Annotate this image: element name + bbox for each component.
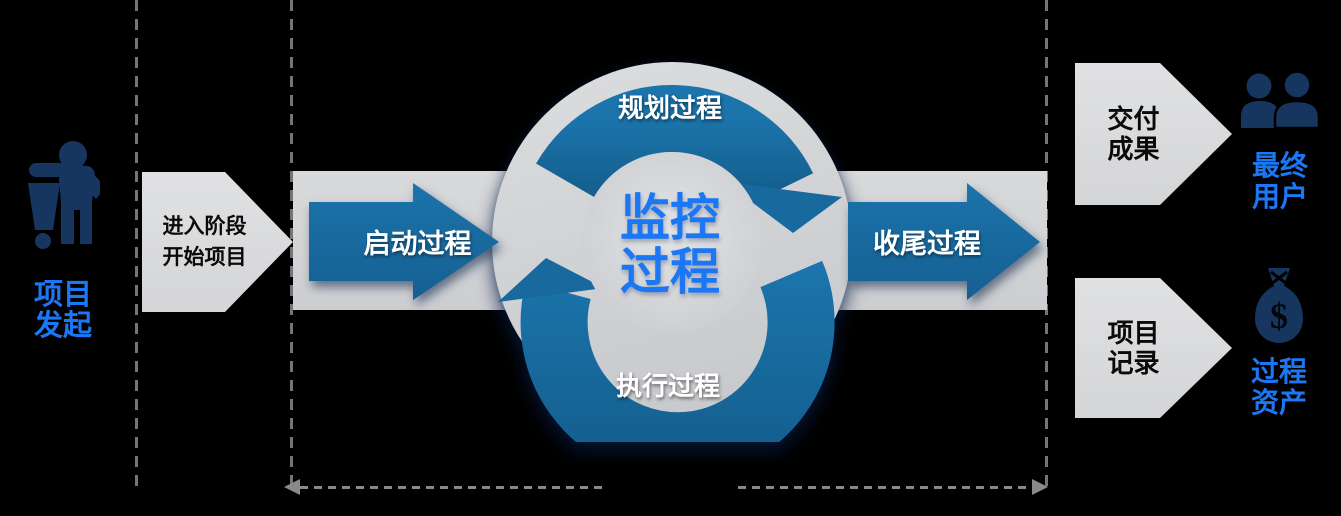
start-process-arrow: 启动过程 xyxy=(309,183,499,300)
process-cycle-graphic xyxy=(492,62,852,442)
users-icon xyxy=(1241,70,1321,128)
process-assets-label: 过程 资产 xyxy=(1250,356,1307,418)
dashed-guide-line-band-start xyxy=(290,0,293,488)
cycle-top-arc xyxy=(536,85,814,204)
project-records-arrow: 项目 记录 xyxy=(1075,278,1232,418)
initiation-label: 项目 发起 xyxy=(33,279,92,342)
close-process-arrow: 收尾过程 xyxy=(848,183,1040,300)
money-bag-icon: $ xyxy=(1255,268,1303,343)
span-dashed-line-right xyxy=(738,486,1032,489)
money-bag-currency: $ xyxy=(1270,296,1288,336)
entry-phase-arrow: 进入阶段 开始项目 xyxy=(142,172,293,312)
executing-process-label: 执行过程 xyxy=(615,371,720,401)
start-process-arrow-wrap: 启动过程 xyxy=(309,183,500,300)
project-records-label: 项目 记录 xyxy=(1107,318,1160,378)
deliver-results-arrow: 交付 成果 xyxy=(1075,63,1232,205)
monitoring-process-label: 监控 过程 xyxy=(620,190,720,300)
dashed-guide-line-left xyxy=(135,0,138,488)
deliver-results-label: 交付 成果 xyxy=(1107,104,1160,164)
start-process-label: 启动过程 xyxy=(363,229,472,259)
cycle-top-arrowhead-icon xyxy=(725,182,842,233)
cycle-bottom-arc xyxy=(520,260,835,442)
cycle-inner-circle xyxy=(582,152,762,332)
span-dashed-line-left xyxy=(300,486,606,489)
cycle-bottom-arrowhead-icon xyxy=(498,258,604,302)
planning-process-label: 规划过程 xyxy=(617,93,722,123)
span-arrowhead-left-icon xyxy=(284,479,300,495)
person-exclamation-icon xyxy=(28,141,100,249)
close-process-arrow-wrap: 收尾过程 xyxy=(848,183,1042,300)
entry-phase-label: 进入阶段 开始项目 xyxy=(162,215,247,269)
span-arrowhead-right-icon xyxy=(1032,479,1048,495)
end-user-label: 最终 用户 xyxy=(1251,150,1308,212)
close-process-label: 收尾过程 xyxy=(873,229,981,259)
